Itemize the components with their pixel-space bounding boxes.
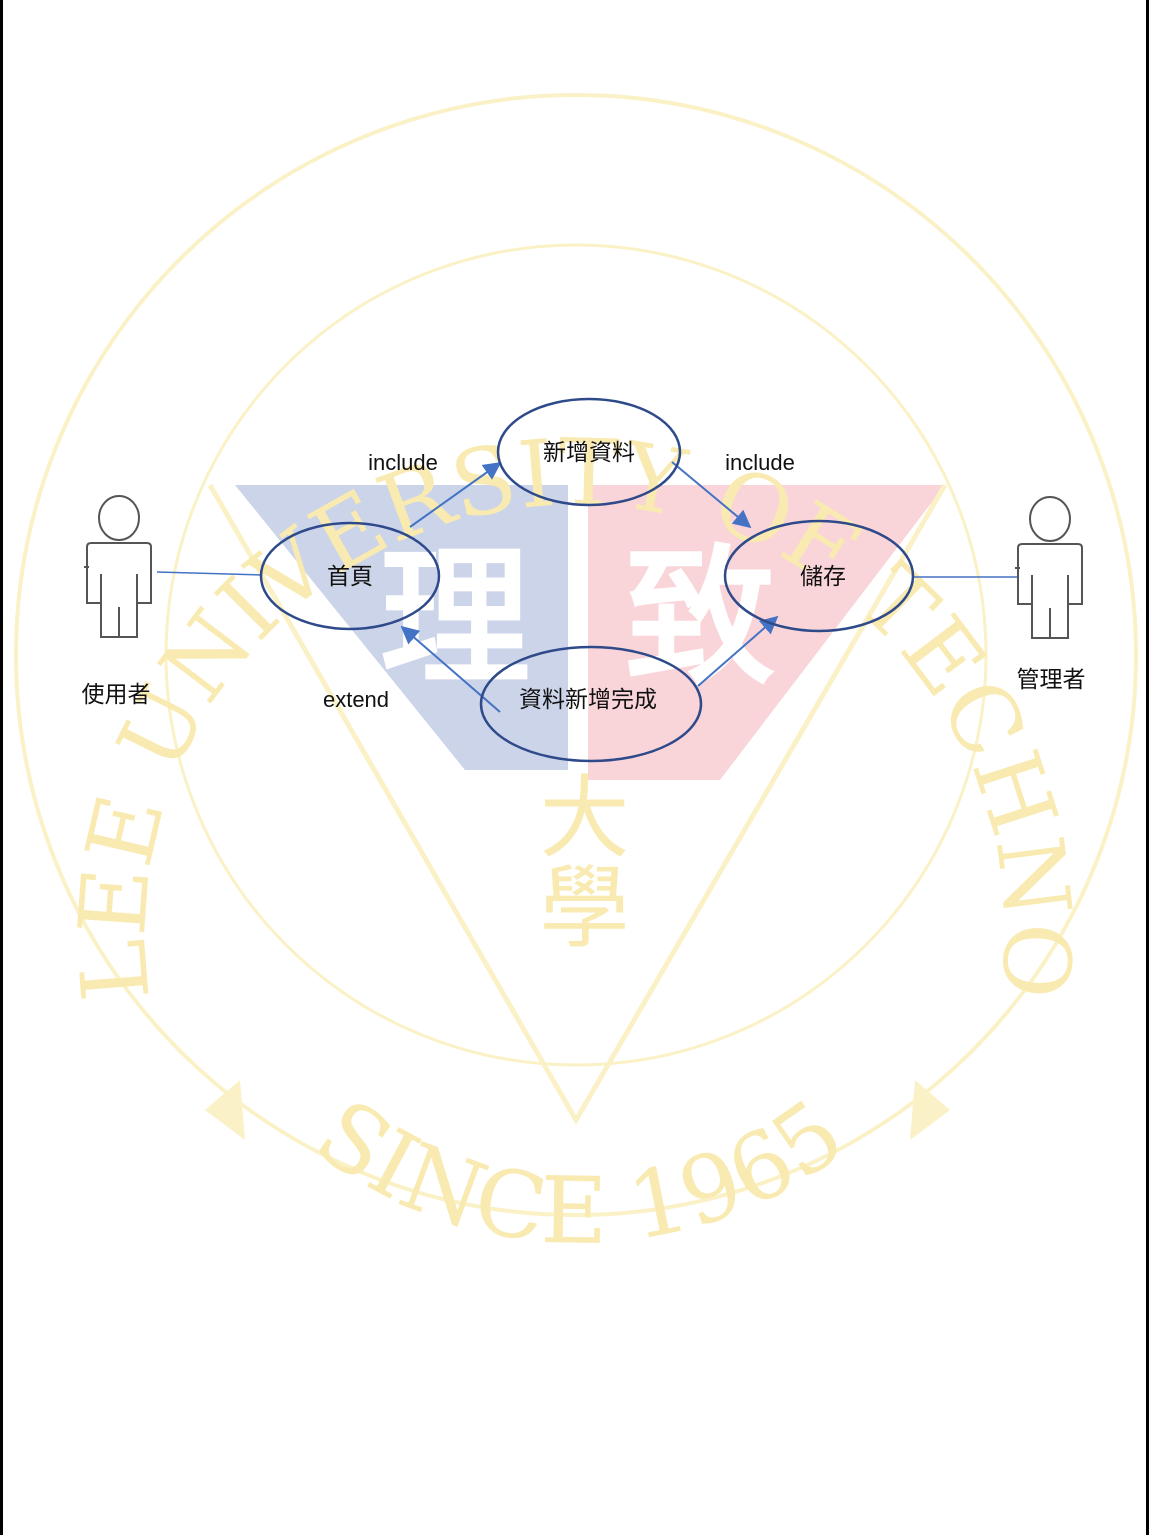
use-case-add-complete-label: 資料新增完成	[519, 687, 657, 713]
arrow-complete-to-save	[697, 615, 779, 687]
watermark-char-vertical: 大學	[524, 770, 629, 950]
include-label-right: include	[725, 450, 795, 475]
use-case-home[interactable]: 首頁	[259, 521, 441, 631]
actor-admin-label: 管理者	[1017, 667, 1086, 693]
include-arrow-add-to-save	[671, 461, 752, 529]
actor-admin-icon[interactable]	[1015, 496, 1083, 639]
watermark-seal: CHIHLEE UNIVERSITY OF TECHNOLOGY SINCE 1…	[0, 0, 1138, 1265]
actor-user-label: 使用者	[82, 682, 151, 708]
extend-label: extend	[323, 687, 389, 712]
use-case-add-complete[interactable]: 資料新增完成	[479, 645, 703, 763]
extend-arrow-complete-to-home	[400, 625, 501, 713]
use-case-home-label: 首頁	[327, 564, 373, 590]
use-case-save-label: 儲存	[800, 564, 846, 590]
watermark-right-triangle	[910, 1080, 950, 1140]
include-label-left: include	[368, 450, 438, 475]
use-case-save[interactable]: 儲存	[723, 519, 915, 633]
use-case-add-data[interactable]: 新增資料	[496, 397, 682, 507]
user-association-line	[156, 571, 263, 576]
watermark-arc-bottom-text: SINCE 1965	[298, 1079, 862, 1265]
watermark-char-right: 致	[625, 532, 775, 706]
actor-user-icon[interactable]	[84, 495, 152, 638]
include-arrow-home-to-add	[409, 461, 502, 528]
watermark-left-triangle	[205, 1080, 245, 1140]
use-case-add-data-label: 新增資料	[543, 440, 635, 466]
